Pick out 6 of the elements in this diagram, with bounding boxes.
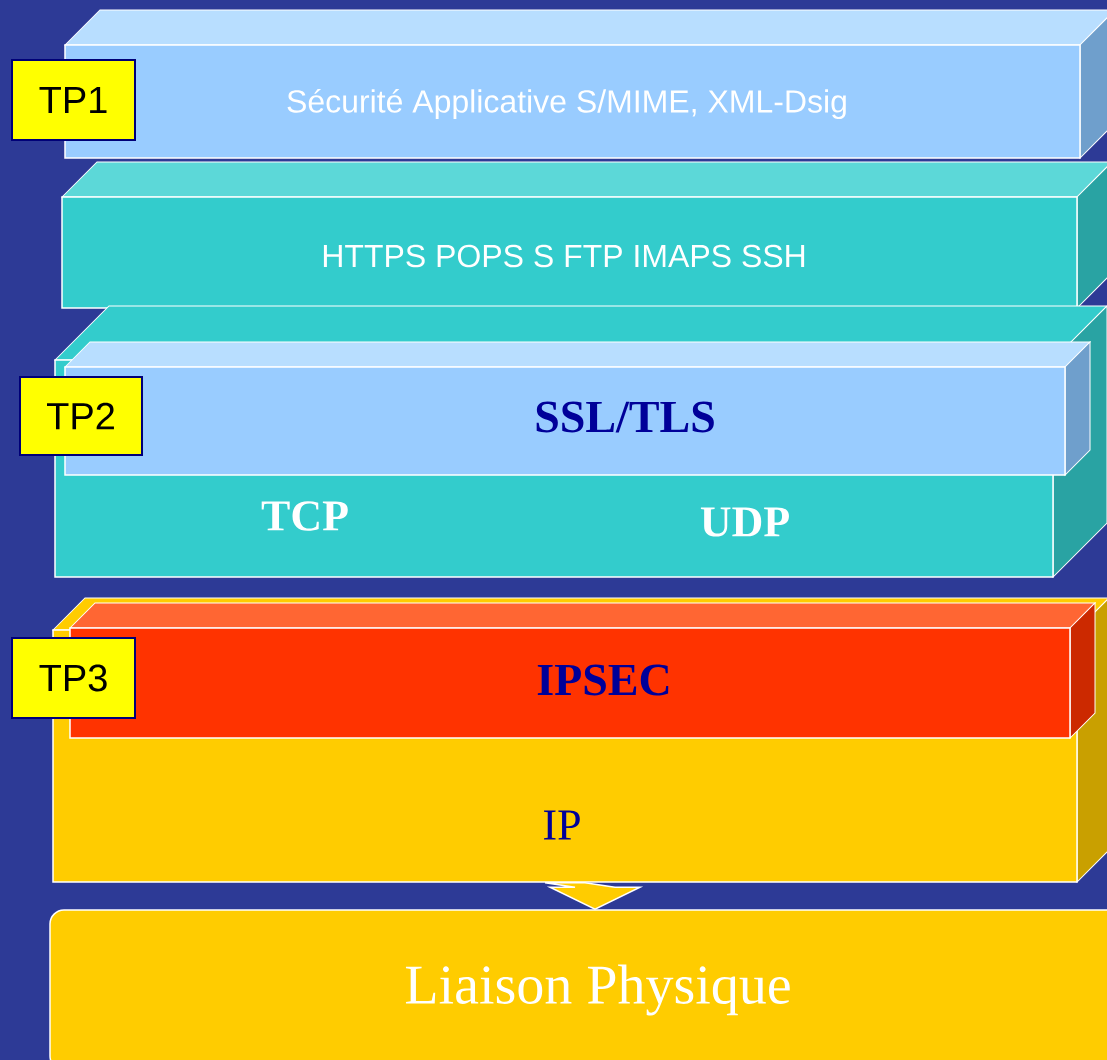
tp-label: TP2 [19,376,143,456]
tp-label: TP1 [11,59,136,141]
layer-box: Liaison Physique [49,909,1107,1060]
tp-label: TP3 [11,637,136,719]
block-arrow [544,882,644,911]
layer-box: HTTPS POPS S FTP IMAPS SSH [61,161,1107,309]
